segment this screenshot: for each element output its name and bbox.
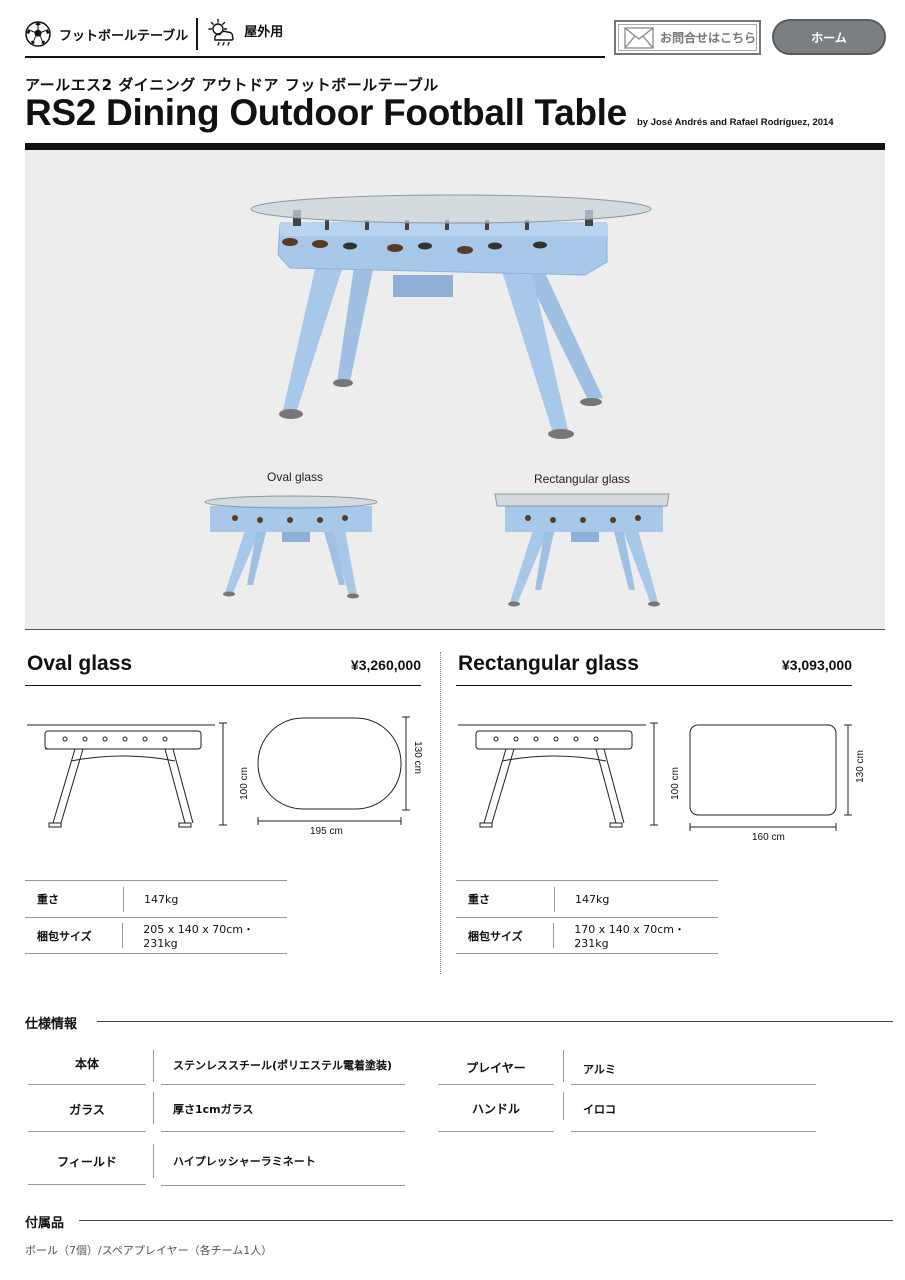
spec-info-key: 本体: [28, 1055, 146, 1085]
dim-width: 195 cm: [310, 826, 343, 837]
spec-info-value: ステンレススチール(ポリエステル電着塗装): [161, 1057, 405, 1085]
accessories-title: 付属品: [25, 1216, 65, 1231]
spec-info-value: ハイプレッシャーラミネート: [161, 1153, 405, 1186]
football-icon: [25, 21, 51, 47]
spec-key: 梱包サイズ: [37, 929, 92, 943]
spec-row: 重さ 147kg: [25, 880, 287, 917]
spec-info-divider: [153, 1092, 154, 1124]
dim-width: 160 cm: [752, 832, 785, 843]
contact-label: お問合せはこちら: [660, 31, 757, 45]
weather-icon: [208, 18, 234, 46]
spec-row: 重さ 147kg: [456, 880, 718, 917]
header-separator: [196, 18, 199, 50]
category-label: フットボールテーブル: [59, 28, 189, 44]
spec-info-divider: [153, 1050, 154, 1082]
product-title-en: RS2 Dining Outdoor Football Table: [25, 92, 627, 133]
variant-price: ¥3,260,000: [350, 657, 421, 673]
spec-info-key: フィールド: [28, 1153, 146, 1185]
variant-header-rect: Rectangular glass ¥3,093,000: [456, 648, 852, 686]
accessories-text: ボール（7個）/スペアプレイヤー（各チーム1人）: [25, 1244, 273, 1257]
spec-info-key: ハンドル: [438, 1100, 554, 1132]
oval-dimension-drawing: [27, 716, 410, 828]
title-rule: [25, 143, 885, 150]
product-title-jp: アールエス2 ダイニング アウトドア フットボールテーブル: [25, 76, 439, 94]
spec-value: 147kg: [123, 886, 178, 912]
caption-rect: Rectangular glass: [534, 472, 631, 486]
spec-table-oval: 重さ 147kg 梱包サイズ 205 x 140 x 70cm・231kg: [25, 880, 287, 954]
spec-key: 重さ: [468, 893, 490, 906]
rect-table-thumb: [494, 493, 670, 607]
spec-info-rule: [97, 1021, 893, 1022]
caption-oval: Oval glass: [267, 470, 324, 484]
variant-name: Oval glass: [27, 652, 133, 675]
rect-dimension-drawing: [458, 722, 852, 831]
spec-info-divider: [153, 1144, 154, 1178]
spec-info-divider: [563, 1050, 564, 1082]
dim-height: 100 cm: [238, 767, 250, 800]
spec-info-key: プレイヤー: [438, 1059, 554, 1085]
variant-name: Rectangular glass: [458, 652, 639, 675]
home-button[interactable]: ホーム: [772, 19, 886, 55]
contact-button[interactable]: お問合せはこちら: [614, 20, 761, 55]
dim-depth: 130 cm: [411, 741, 423, 774]
spec-table-rect: 重さ 147kg 梱包サイズ 170 x 140 x 70cm・231kg: [456, 880, 718, 954]
spec-info-value: イロコ: [571, 1101, 816, 1132]
spec-value: 147kg: [554, 886, 609, 912]
header-bar: フットボールテーブル 屋外用: [25, 18, 605, 58]
spec-key: 梱包サイズ: [468, 929, 523, 943]
spec-row: 梱包サイズ 170 x 140 x 70cm・231kg: [456, 917, 718, 954]
outdoor-label: 屋外用: [244, 24, 284, 40]
dim-depth: 130 cm: [854, 750, 866, 783]
spec-value: 205 x 140 x 70cm・231kg: [122, 923, 287, 950]
table-illustration: [204, 194, 670, 607]
spec-value: 170 x 140 x 70cm・231kg: [553, 923, 718, 950]
variant-price: ¥3,093,000: [781, 657, 852, 673]
spec-info-value: アルミ: [571, 1061, 816, 1085]
variant-header-oval: Oval glass ¥3,260,000: [25, 648, 421, 686]
spec-row: 梱包サイズ 205 x 140 x 70cm・231kg: [25, 917, 287, 954]
designer-credit: by José Andrés and Rafael Rodríguez, 201…: [637, 117, 834, 128]
variant-divider: [440, 652, 441, 974]
spec-info-value: 厚さ1cmガラス: [161, 1101, 405, 1132]
accessories-rule: [79, 1220, 893, 1221]
main-table: [250, 194, 652, 439]
dim-height: 100 cm: [669, 767, 681, 800]
hero-image: Oval glass Rectangular glass: [25, 150, 885, 630]
spec-info-divider: [563, 1092, 564, 1120]
mail-icon: [624, 26, 654, 49]
spec-info-title: 仕様情報: [25, 1017, 78, 1032]
spec-key: 重さ: [37, 893, 59, 906]
spec-info-key: ガラス: [28, 1101, 146, 1132]
oval-table-thumb: [204, 495, 378, 599]
